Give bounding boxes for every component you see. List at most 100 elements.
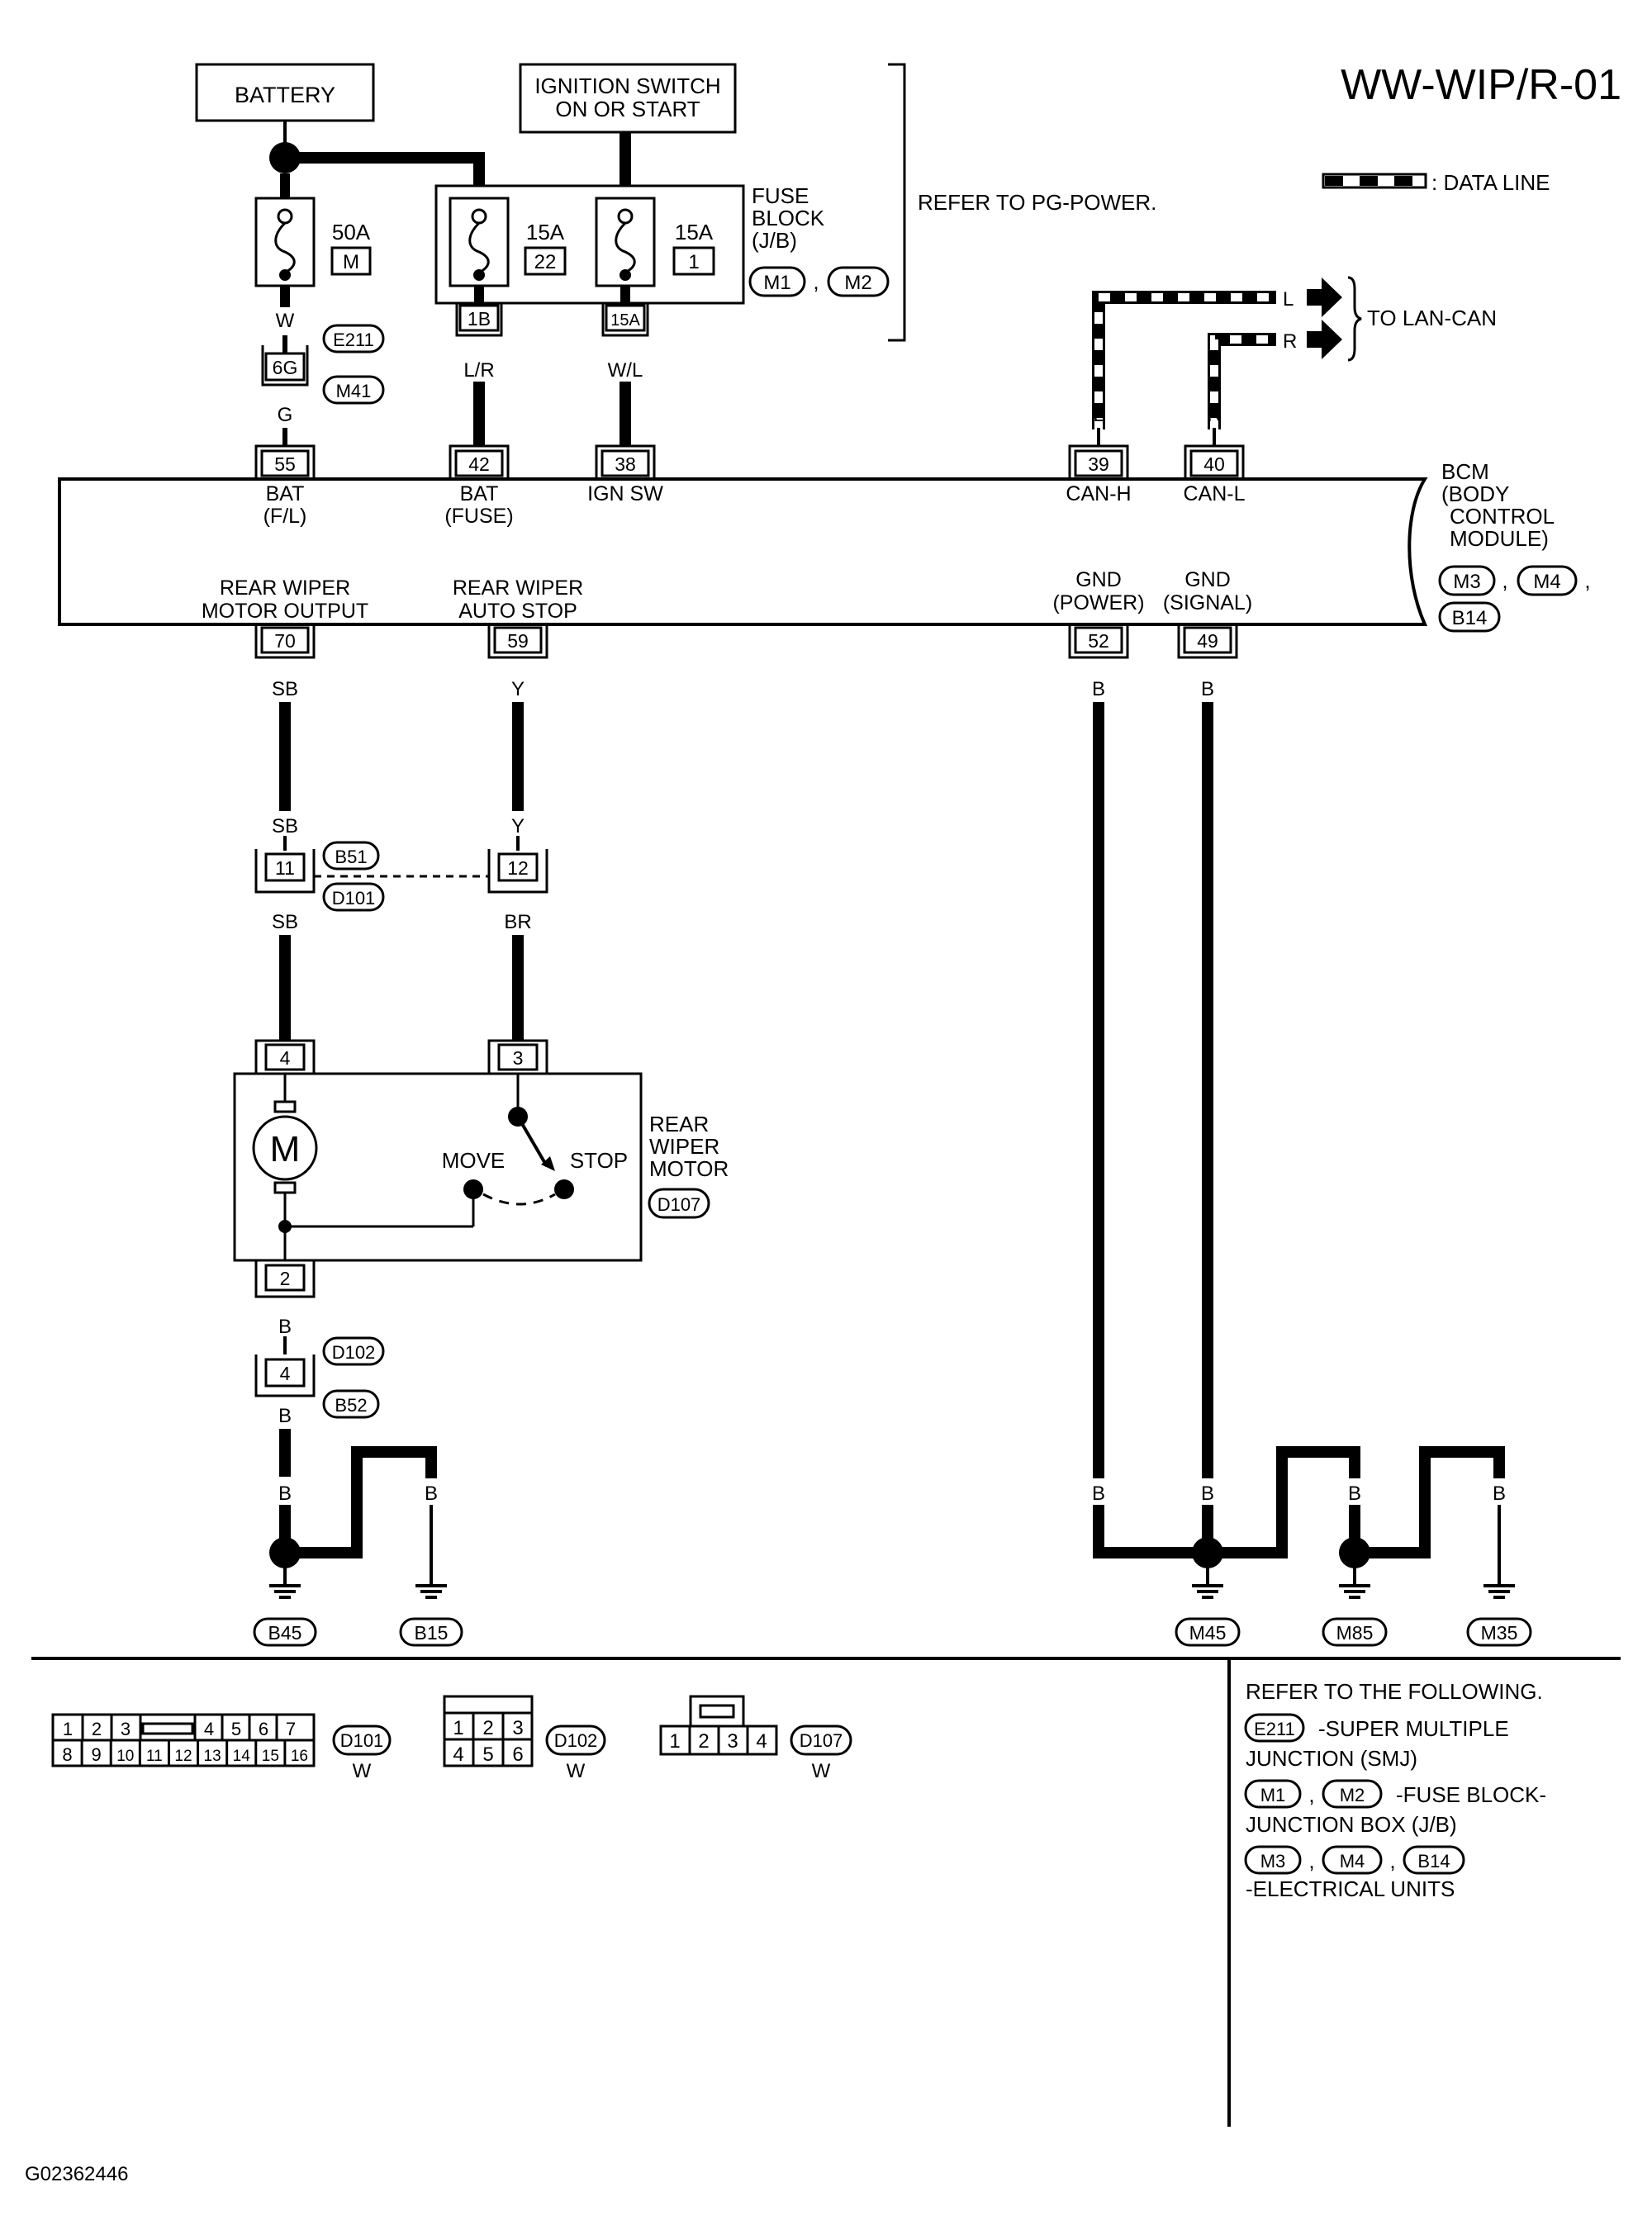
refer-m-desc2: JUNCTION BOX (J/B) [1246,1812,1457,1837]
figure-id: G02362446 [25,2163,128,2185]
joint1-conn-b51: B51 [335,847,367,867]
wire-color-l: L [1093,404,1104,426]
wire-m45-m85-loop [1208,1446,1360,1558]
connector-d107-pin: 2 [698,1730,709,1753]
connector-d101 [51,1713,316,1767]
bcm-pin-70: REAR WIPER MOTOR OUTPUT 70 [202,576,368,659]
wire-color-r: R [1207,404,1221,426]
motor-conn-d107: D107 [657,1194,701,1215]
smj-pin-6g: 6G [273,357,298,378]
wire-b45-b15-loop [285,1446,437,1558]
connector-d101-pin: 13 [204,1748,221,1765]
bcm-sep2: , [1584,568,1590,593]
connector-d101-pin: 11 [146,1748,163,1765]
bcm-conn-m4: M4 [1533,571,1560,593]
connector-d102-pin: 4 [453,1743,463,1766]
connector-d107-pin: 4 [756,1730,767,1753]
connector-d101-pin: 16 [291,1748,308,1765]
bcm-pin-42-num: 42 [468,453,490,475]
connector-d107 [659,1695,778,1756]
bcm-pin-59-label2: AUTO STOP [458,600,577,623]
refer-sep1: , [1308,1782,1314,1807]
fuse-1-id: 1 [688,251,699,273]
wire-color-b-4: B [350,1483,363,1505]
wire-color-b-5: B [425,1483,438,1505]
data-line-label: : DATA LINE [1431,170,1550,195]
wire-color-g: G [278,404,293,426]
refer-m4: M4 [1340,1851,1365,1872]
fuse-block-line1: FUSE [752,183,809,208]
connector-d102-pin: 5 [482,1743,493,1766]
connector-d101-pin: 1 [63,1719,73,1739]
motor-pin-2: 2 [280,1268,291,1289]
connector-d101-name: D101 [340,1730,384,1751]
fuse-50a-id: M [343,251,359,273]
bcm-pin-52: GND (POWER) 52 [1052,568,1145,659]
bcm-pin-52-label1: GND [1075,568,1122,591]
connector-d102-pin: 2 [482,1717,493,1739]
bcm-pin-59-label1: REAR WIPER [453,576,583,600]
motor-pin-4: 4 [280,1047,291,1069]
motor-label-line3: MOTOR [649,1156,729,1181]
motor-symbol [252,1115,318,1181]
smj-conn-m41: M41 [336,381,372,401]
joint2-conn-b52: B52 [335,1395,367,1416]
refer-e211: E211 [1254,1719,1295,1739]
refer-m3: M3 [1260,1851,1286,1872]
wire-color-b-12: B [1418,1483,1431,1505]
jb-pin-1b: 1B [468,308,491,330]
connector-d102-color: W [567,1760,586,1782]
ignition-box [519,63,737,134]
bcm-pin-42-label1: BAT [460,482,499,505]
refer-pg-power: REFER TO PG-POWER. [918,190,1156,215]
bcm-pin-49: GND (SIGNAL) 49 [1163,568,1252,659]
bcm-pin-39: 39 CAN-H [1066,444,1132,505]
ground-b15: B15 [415,1622,449,1644]
switch-move-label: MOVE [442,1148,506,1173]
wire-color-sb-1: SB [272,678,298,700]
wire-color-b-13: B [1493,1483,1506,1505]
bcm-pin-52-num: 52 [1088,630,1109,652]
battery-box [195,63,375,122]
bcm-pin-40-label1: CAN-L [1183,482,1245,505]
joint1-pin-12: 12 [507,857,529,879]
bcm-pin-38: 38 IGN SW [587,444,663,505]
ground-m45: M45 [1189,1622,1227,1644]
ground-m85: M85 [1336,1622,1374,1644]
bcm-pin-39-num: 39 [1088,453,1109,475]
connector-d101-pin: 2 [92,1719,102,1739]
connector-d101-pin: 3 [121,1719,131,1739]
bcm-pin-52-label2: (POWER) [1052,591,1144,614]
bcm-pin-49-label2: (SIGNAL) [1163,591,1252,614]
fuse-50a: 50A M [254,173,372,307]
fuse-22-id: 22 [534,251,557,273]
bcm-pin-55-label2: (F/L) [263,505,307,528]
wire-color-sb-2: SB [272,815,298,837]
ground-m35: M35 [1481,1622,1518,1644]
bcm-pin-55-label1: BAT [266,482,305,505]
bcm-line3: CONTROL [1450,504,1555,529]
bcm-line2: (BODY [1441,482,1509,506]
bcm-box [58,477,1428,626]
wire-color-sb-3: SB [272,911,298,933]
connector-d101-pin: 4 [204,1719,214,1739]
wire-color-br: BR [504,911,531,933]
can-r-wire-label: R [1283,330,1297,353]
diagram-title: WW-WIP/R-01 [1341,61,1621,109]
connector-d102-pin: 3 [512,1717,523,1739]
motor-label-line1: REAR [649,1112,709,1136]
wire-color-lr: L/R [463,359,494,382]
refer-bracket [888,63,906,342]
can-l-line [1208,333,1276,429]
connector-d102-pin: 1 [453,1717,463,1739]
wire-color-b-6: B [1092,678,1105,700]
fuse-22-amps: 15A [526,220,565,244]
fuse-block-line2: BLOCK [752,206,825,230]
fuse-1: 15A 1 [595,197,715,303]
joint1-conn-d101: D101 [332,888,376,909]
connector-d101-pin: 7 [286,1719,296,1739]
bcm-pin-70-num: 70 [274,630,296,652]
wire-color-y-1: Y [511,678,525,700]
